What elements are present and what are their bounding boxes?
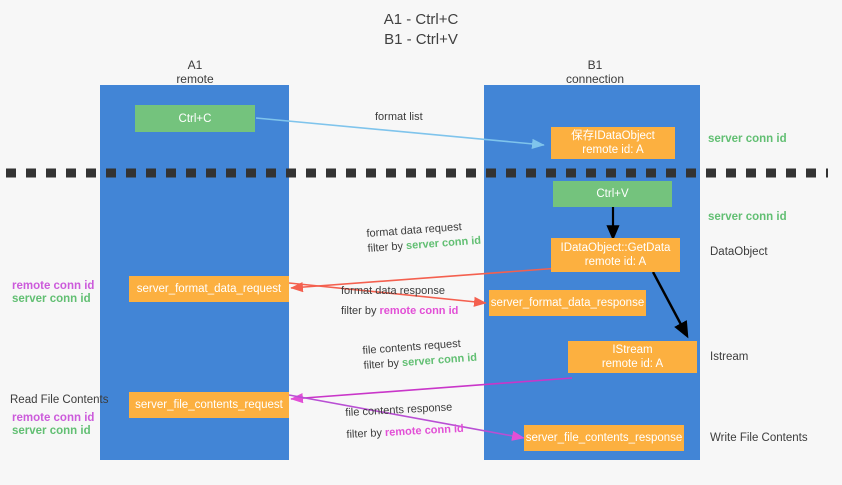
box-ctrl-c[interactable]: Ctrl+C (135, 105, 255, 132)
left-label-server-conn-id-lower: server conn id (12, 425, 91, 437)
lane-header-a1: A1 remote (176, 58, 214, 86)
arrow-label-file-contents-response-filter: filter by remote conn id (346, 422, 464, 443)
right-label-server-conn-id-top: server conn id (708, 133, 787, 145)
filter-prefix: filter by (367, 240, 407, 255)
box-ctrl-v[interactable]: Ctrl+V (553, 181, 672, 207)
box-server-format-data-response[interactable]: server_format_data_response (489, 290, 646, 316)
filter-prefix: filter by (363, 357, 403, 372)
arrow-label-format-data-request: format data request filter by server con… (366, 219, 482, 257)
box-server-format-data-request[interactable]: server_format_data_request (129, 276, 289, 302)
filter-value: server conn id (401, 351, 478, 370)
arrow-label-format-data-response-title: format data response (341, 285, 445, 297)
box-server-file-contents-response[interactable]: server_file_contents_response (524, 425, 684, 451)
left-label-server-conn-id-upper: server conn id (12, 293, 91, 305)
diagram-title: A1 - Ctrl+C B1 - Ctrl+V (383, 11, 459, 48)
filter-prefix: filter by (346, 426, 386, 441)
box-server-file-contents-request[interactable]: server_file_contents_request (129, 392, 289, 418)
right-label-write-file-contents: Write File Contents (710, 432, 808, 444)
right-label-istream: Istream (710, 351, 749, 363)
left-label-remote-conn-id-upper: remote conn id (12, 280, 95, 292)
right-label-dataobject: DataObject (710, 246, 768, 258)
box-save-idataobject[interactable]: 保存IDataObject remote id: A (551, 127, 675, 159)
filter-value: server conn id (405, 234, 482, 253)
left-label-read-file-contents: Read File Contents (10, 394, 109, 406)
lane-header-b1: B1 connection (565, 58, 625, 86)
right-label-server-conn-id-mid: server conn id (708, 211, 787, 223)
arrow-label-format-list: format list (375, 111, 423, 123)
filter-value: remote conn id (379, 305, 459, 317)
filter-value: remote conn id (384, 422, 465, 439)
box-idataobject-getdata[interactable]: IDataObject::GetData remote id: A (551, 238, 680, 272)
arrow-label-file-contents-response-title: file contents response (345, 401, 453, 419)
box-istream[interactable]: IStream remote id: A (568, 341, 697, 373)
arrow-label-format-data-response: format data response filter by remote co… (341, 284, 458, 319)
left-label-remote-conn-id-lower: remote conn id (12, 412, 95, 424)
arrow-label-format-data-response-filter: filter by remote conn id (341, 304, 458, 319)
arrow-label-file-contents-response: file contents response filter by remote … (345, 400, 464, 443)
arrow-label-file-contents-request: file contents request filter by server c… (362, 336, 478, 374)
filter-prefix: filter by (341, 305, 380, 317)
